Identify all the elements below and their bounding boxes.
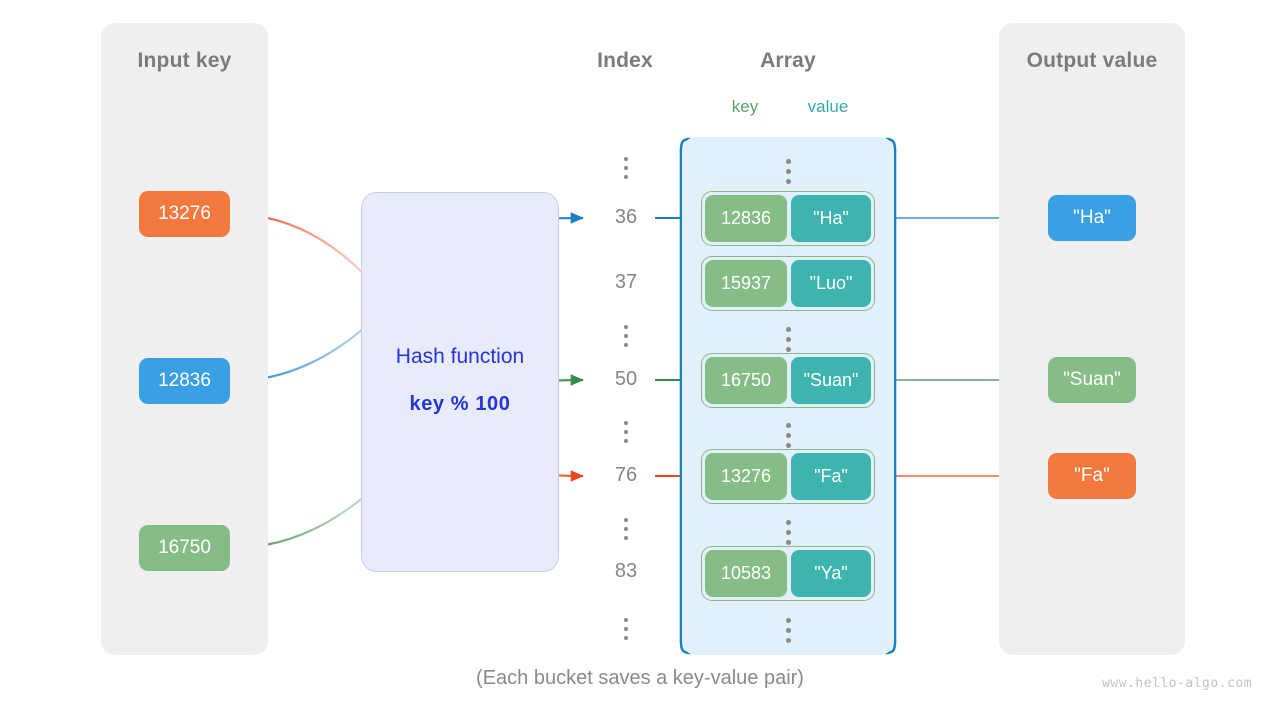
index-ellipsis-2 <box>596 416 656 443</box>
array-key-header: key <box>731 97 759 116</box>
bucket-83-key: 10583 <box>705 550 787 597</box>
bucket-37-value: "Luo" <box>791 260 871 307</box>
input-key-box-0[interactable]: 13276 <box>139 191 230 237</box>
hash-function-expression: key % 100 <box>409 393 511 415</box>
output-value-panel: Output value <box>999 23 1185 655</box>
bucket-76-key: 13276 <box>705 453 787 500</box>
bucket-76-value: "Fa" <box>791 453 871 500</box>
hash-function-box: Hash function key % 100 <box>361 192 559 572</box>
bucket-50-value: "Suan" <box>791 357 871 404</box>
diagram-caption: (Each bucket saves a key-value pair) <box>476 667 804 689</box>
array-ellipsis-1 <box>682 322 894 352</box>
bucket-50[interactable]: 16750 "Suan" <box>701 353 875 408</box>
input-key-box-2[interactable]: 16750 <box>139 525 230 571</box>
output-value-box-0[interactable]: "Ha" <box>1048 195 1136 241</box>
index-label-50: 50 <box>614 368 638 390</box>
bucket-37[interactable]: 15937 "Luo" <box>701 256 875 311</box>
array-ellipsis-4 <box>682 613 894 643</box>
bucket-83[interactable]: 10583 "Ya" <box>701 546 875 601</box>
bucket-76[interactable]: 13276 "Fa" <box>701 449 875 504</box>
hash-function-title: Hash function <box>395 345 525 368</box>
array-ellipsis-0 <box>682 154 894 184</box>
index-ellipsis-1 <box>596 320 656 347</box>
bucket-37-key: 15937 <box>705 260 787 307</box>
bucket-36[interactable]: 12836 "Ha" <box>701 191 875 246</box>
index-label-83: 83 <box>614 560 638 582</box>
index-label-36: 36 <box>614 206 638 228</box>
array-ellipsis-3 <box>682 515 894 545</box>
output-value-box-2[interactable]: "Fa" <box>1048 453 1136 499</box>
index-column-title: Index <box>597 49 653 72</box>
input-key-box-1[interactable]: 12836 <box>139 358 230 404</box>
output-panel-title: Output value <box>1026 49 1158 72</box>
index-ellipsis-3 <box>596 513 656 540</box>
index-ellipsis-4 <box>596 613 656 640</box>
watermark-text: www.hello-algo.com <box>1102 676 1252 691</box>
array-column-title: Array <box>760 49 816 72</box>
index-label-76: 76 <box>614 464 638 486</box>
bucket-83-value: "Ya" <box>791 550 871 597</box>
bucket-50-key: 16750 <box>705 357 787 404</box>
bucket-36-value: "Ha" <box>791 195 871 242</box>
array-value-header: value <box>807 97 849 116</box>
index-ellipsis-0 <box>596 152 656 179</box>
array-ellipsis-2 <box>682 418 894 448</box>
bucket-36-key: 12836 <box>705 195 787 242</box>
output-value-box-1[interactable]: "Suan" <box>1048 357 1136 403</box>
input-panel-title: Input key <box>137 49 232 72</box>
index-label-37: 37 <box>614 271 638 293</box>
